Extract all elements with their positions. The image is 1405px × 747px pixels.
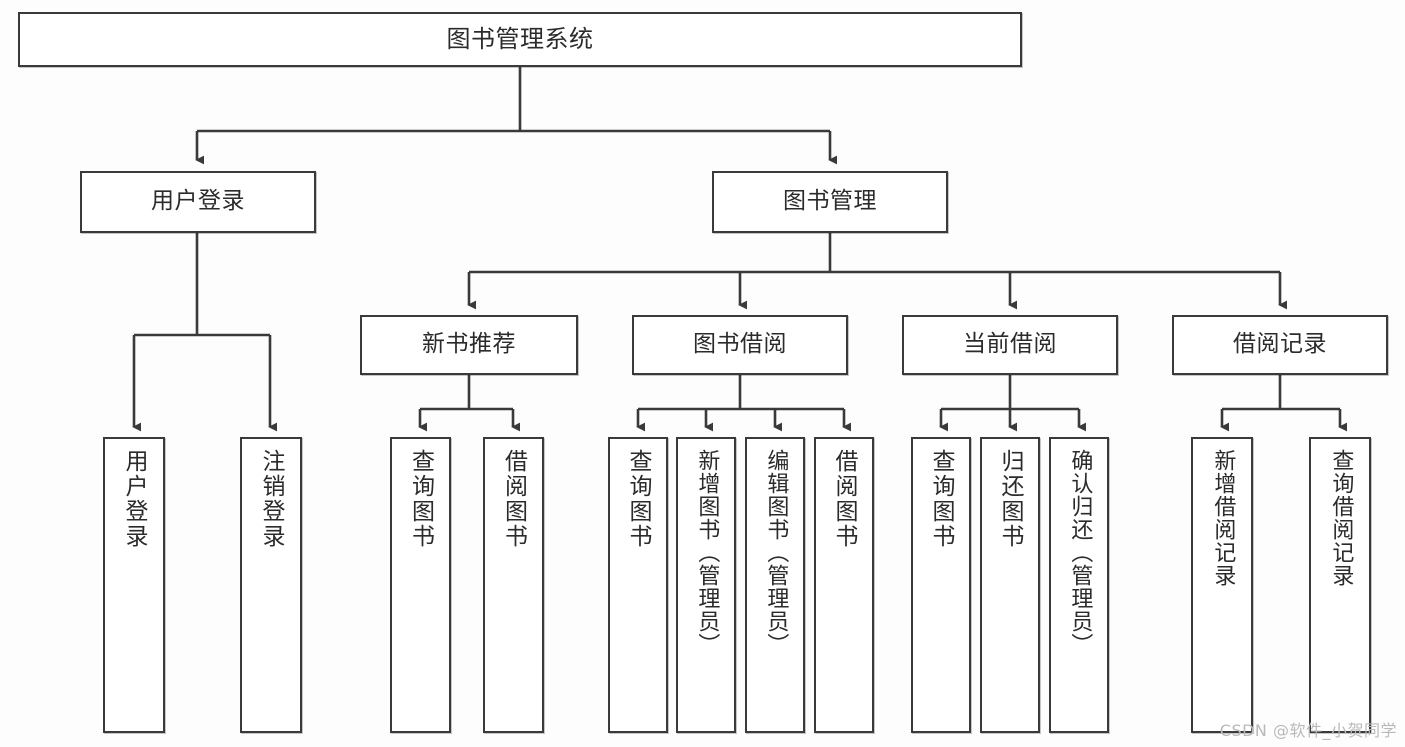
node-label: 借阅图书 [500,449,527,549]
node-label: 查询图书 [407,449,434,549]
node-label: 编辑图书（管理员） [763,449,789,656]
leaf-return-book[interactable]: 归还图书 [980,437,1040,733]
node-book-manage[interactable]: 图书管理 [712,171,948,233]
node-label: 确认归还（管理员） [1067,449,1093,656]
node-label: 查询图书 [928,449,955,549]
node-label: 新增借阅记录 [1210,449,1236,587]
node-label: 归还图书 [997,449,1024,549]
node-label: 借阅图书 [831,449,858,549]
node-borrow-record[interactable]: 借阅记录 [1172,315,1388,375]
leaf-query-book-2[interactable]: 查询图书 [608,437,668,733]
leaf-add-record[interactable]: 新增借阅记录 [1191,437,1253,733]
leaf-query-book-1[interactable]: 查询图书 [390,437,451,733]
node-label: 新增图书（管理员） [694,449,720,656]
node-label: 图书管理 [783,188,877,215]
node-label: 查询借阅记录 [1328,449,1354,587]
leaf-borrow-book-2[interactable]: 借阅图书 [814,437,874,733]
node-book-borrow[interactable]: 图书借阅 [632,315,848,375]
node-label: 借阅记录 [1233,331,1327,358]
node-label: 注销登录 [258,449,285,549]
leaf-add-book[interactable]: 新增图书（管理员） [676,437,736,733]
node-current-borrow[interactable]: 当前借阅 [902,315,1118,375]
node-label: 图书管理系统 [446,25,594,54]
node-root-system[interactable]: 图书管理系统 [18,12,1022,67]
leaf-user-login[interactable]: 用户登录 [103,437,165,733]
node-label: 新书推荐 [422,331,516,358]
leaf-borrow-book-1[interactable]: 借阅图书 [483,437,544,733]
leaf-confirm-return[interactable]: 确认归还（管理员） [1049,437,1109,733]
csdn-watermark: CSDN @软件_小贺同学 [1219,721,1397,740]
node-label: 查询图书 [625,449,652,549]
leaf-edit-book[interactable]: 编辑图书（管理员） [745,437,805,733]
node-label: 当前借阅 [963,331,1057,358]
leaf-logout-login[interactable]: 注销登录 [240,437,302,733]
node-label: 用户登录 [151,188,245,215]
node-user-login[interactable]: 用户登录 [80,171,316,233]
leaf-query-book-3[interactable]: 查询图书 [911,437,971,733]
node-label: 用户登录 [121,449,148,549]
leaf-query-record[interactable]: 查询借阅记录 [1309,437,1371,733]
node-new-book-recommend[interactable]: 新书推荐 [360,315,578,375]
node-label: 图书借阅 [693,331,787,358]
